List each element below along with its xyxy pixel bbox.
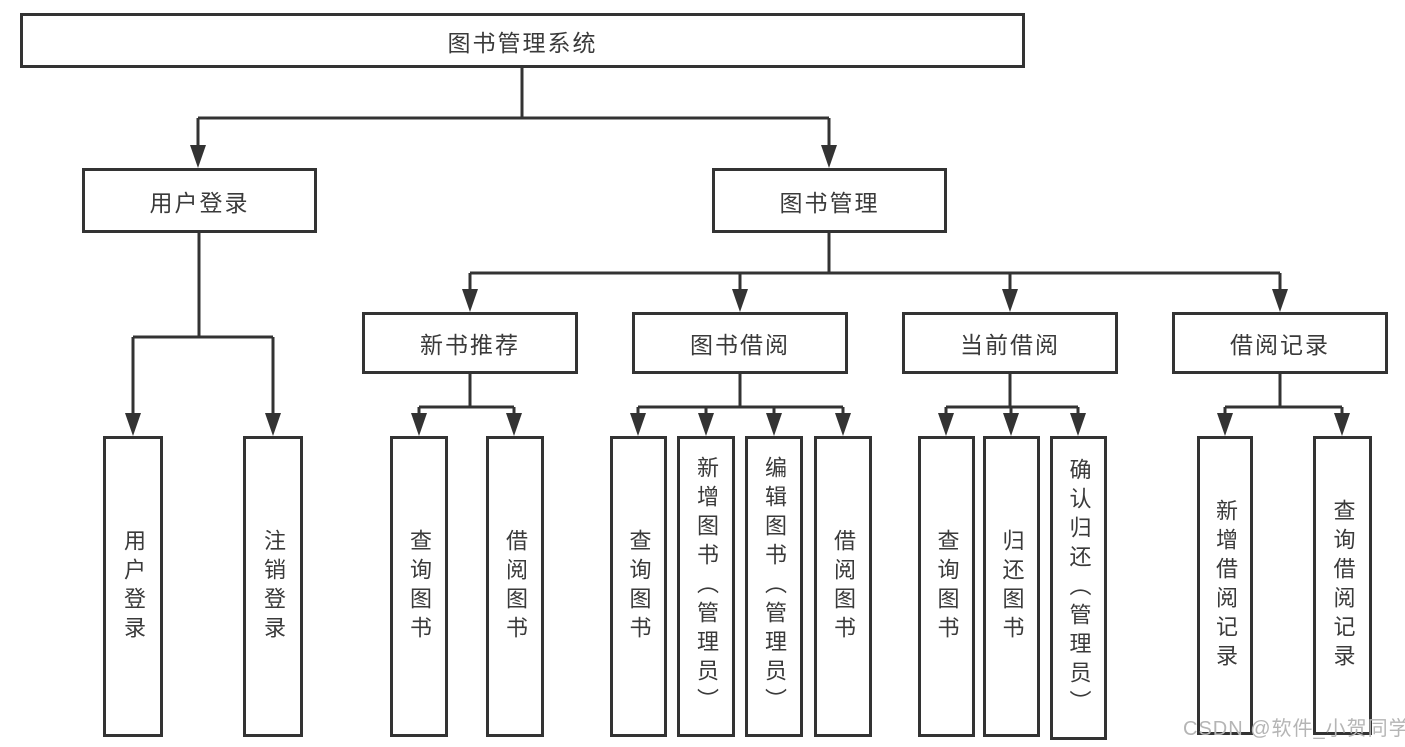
node-new-book-recommendation: 新书推荐 [362, 312, 578, 374]
leaf-borrowing-edit-books-admin: 编辑图书（管理员） [745, 436, 803, 737]
leaf-logout: 注销登录 [243, 436, 303, 737]
leaf-current-search-books: 查询图书 [918, 436, 975, 737]
node-borrowing-records: 借阅记录 [1172, 312, 1388, 374]
leaf-borrowing-add-books-admin: 新增图书（管理员） [677, 436, 735, 737]
csdn-watermark: CSDN @软件_小贺同学 [1183, 718, 1405, 740]
node-book-management: 图书管理 [712, 168, 947, 233]
leaf-newbook-borrow-books: 借阅图书 [486, 436, 544, 737]
node-current-borrowing: 当前借阅 [902, 312, 1118, 374]
leaf-current-return-books: 归还图书 [983, 436, 1040, 737]
leaf-user-login: 用户登录 [103, 436, 163, 737]
leaf-borrowing-search-books: 查询图书 [610, 436, 667, 737]
leaf-records-add-borrow-record: 新增借阅记录 [1197, 436, 1253, 735]
leaf-borrowing-borrow-books: 借阅图书 [814, 436, 872, 737]
node-library-management-system: 图书管理系统 [20, 13, 1025, 68]
leaf-newbook-search-books: 查询图书 [390, 436, 448, 737]
node-user-login: 用户登录 [82, 168, 317, 233]
node-book-borrowing: 图书借阅 [632, 312, 848, 374]
leaf-records-search-borrow-record: 查询借阅记录 [1313, 436, 1372, 735]
leaf-current-confirm-return-admin: 确认归还（管理员） [1050, 436, 1107, 740]
